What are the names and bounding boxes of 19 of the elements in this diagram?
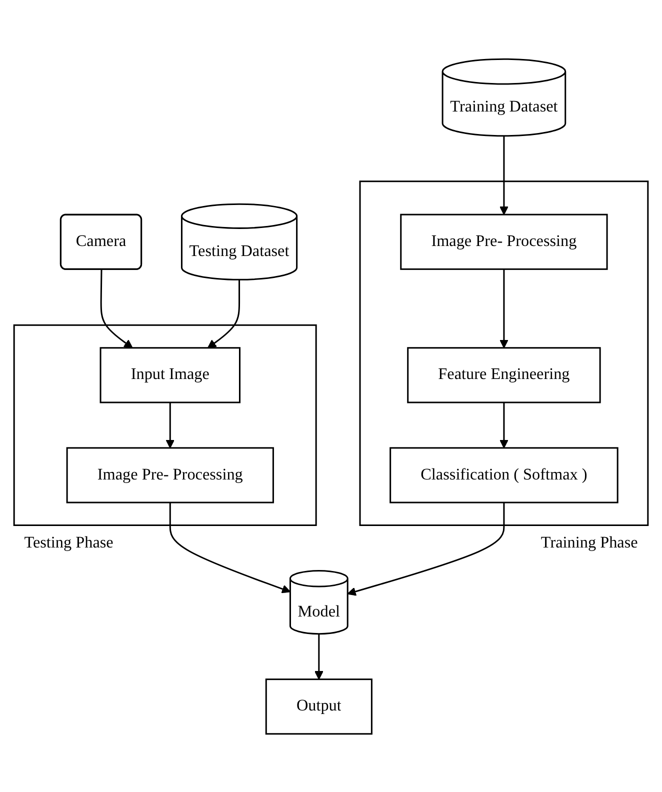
node-label: Training Phase (540, 534, 638, 552)
node-box: Feature Engineering (407, 346, 601, 403)
node-box: Image Pre- Processing (400, 213, 608, 270)
node-box: Input Image (100, 346, 240, 403)
arrow (314, 633, 324, 680)
node-box: Classification ( Softmax ) (390, 446, 618, 503)
arrow (347, 502, 505, 596)
arrow (500, 135, 508, 214)
arrow (100, 269, 133, 348)
arrow (166, 402, 175, 448)
cluster (359, 180, 649, 526)
arrow (500, 402, 508, 448)
arrow (169, 502, 291, 593)
node-label: Testing Phase (24, 534, 114, 552)
node-box: Output (265, 678, 372, 734)
arrow (207, 279, 240, 348)
cluster (13, 324, 317, 526)
node-box: Image Pre- Processing (66, 446, 274, 503)
arrow (500, 268, 508, 348)
